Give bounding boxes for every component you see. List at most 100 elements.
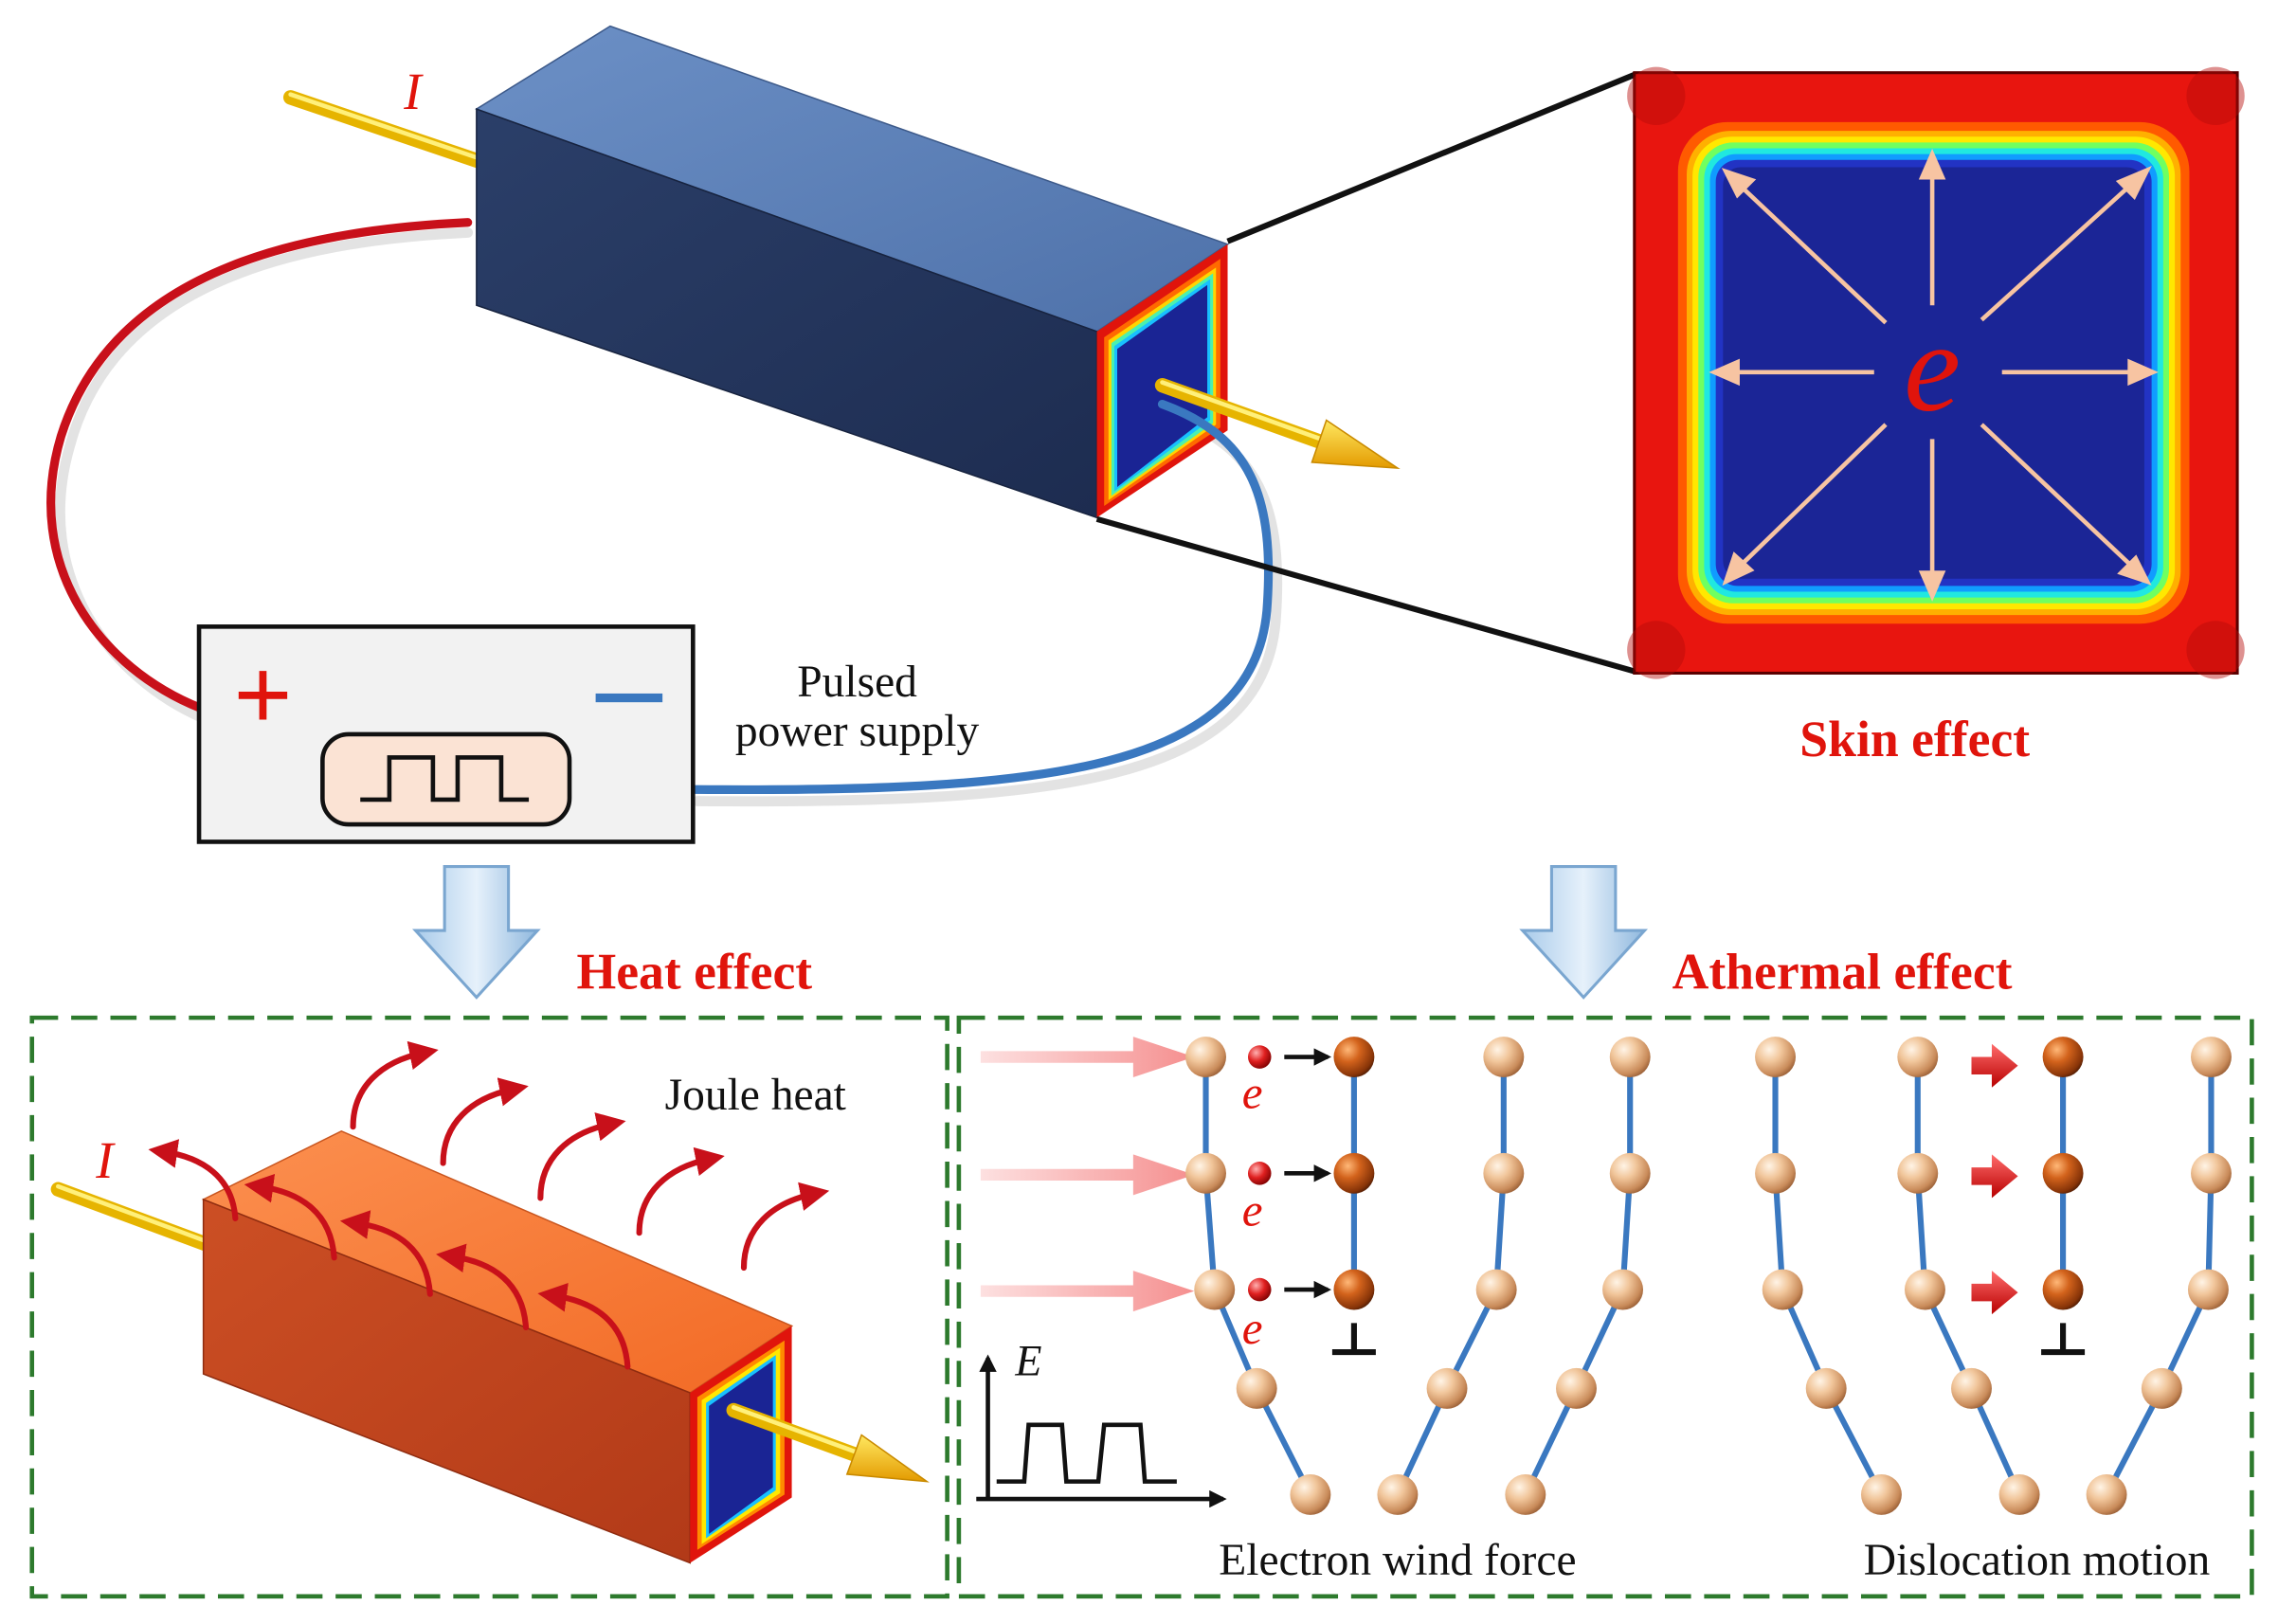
- atom: [2086, 1473, 2127, 1515]
- arrow-right: [2001, 358, 2159, 387]
- dislocation-atom: [1333, 1152, 1375, 1194]
- down-arrow-heat: [412, 865, 541, 1000]
- electron-flow-arrow: [980, 1154, 1195, 1196]
- electron-sphere: [1247, 1045, 1272, 1069]
- dislocation-atom: [2042, 1152, 2084, 1194]
- arrow-up-left: [1721, 168, 1888, 325]
- electron-sphere: [1247, 1162, 1272, 1185]
- atom: [1755, 1037, 1796, 1078]
- atom: [2191, 1152, 2232, 1194]
- heat-arrow: [339, 1210, 433, 1297]
- heat-effect-title: Heat effect: [577, 943, 813, 1000]
- atom: [2141, 1367, 2182, 1409]
- electron-sphere: [1247, 1277, 1272, 1302]
- power-supply-label-line1: Pulsed: [797, 658, 917, 707]
- current-input-rod-bottom: [50, 1182, 223, 1255]
- arrow-left: [1708, 358, 1874, 387]
- electron-label: e: [1242, 1066, 1263, 1118]
- dislocation-symbol: [1331, 1323, 1376, 1356]
- atom: [1609, 1152, 1651, 1194]
- atom: [1860, 1473, 1902, 1515]
- skin-effect-title: Skin effect: [1799, 711, 2030, 767]
- motion-arrow: [1971, 1154, 2018, 1199]
- heat-emission-arrows: [148, 1040, 830, 1370]
- arrow-down-left: [1722, 423, 1888, 586]
- atom: [1762, 1269, 1803, 1310]
- atom: [1483, 1037, 1525, 1078]
- arrow-up: [1918, 148, 1946, 306]
- atom: [1194, 1269, 1236, 1310]
- pulse-field-plot: [976, 1354, 1227, 1508]
- power-supply-label-line2: power supply: [735, 707, 980, 756]
- athermal-effect-panel: [956, 1015, 2254, 1599]
- heat-effect-panel: [29, 1015, 949, 1599]
- current-output-arrow-bottom: [726, 1402, 930, 1483]
- heat-arrow: [537, 1283, 631, 1370]
- electron-label: e: [1242, 1302, 1263, 1354]
- atom: [1897, 1037, 1939, 1078]
- atom: [1185, 1152, 1226, 1194]
- atom: [1290, 1473, 1331, 1515]
- atom: [1556, 1367, 1597, 1409]
- zoom-line-top: [1226, 71, 1637, 244]
- negative-terminal-symbol: [595, 693, 663, 703]
- atom: [1805, 1367, 1847, 1409]
- atom: [1998, 1473, 2040, 1515]
- dislocation-atom: [1333, 1269, 1375, 1310]
- heated-end-face: [690, 1326, 792, 1563]
- heat-arrow: [350, 1040, 439, 1130]
- heat-arrow: [636, 1146, 725, 1236]
- atom: [1609, 1037, 1651, 1078]
- current-density-arrows: [1708, 148, 2159, 602]
- current-label-top: I: [403, 63, 424, 120]
- atom: [1483, 1152, 1525, 1194]
- atom: [1236, 1367, 1277, 1409]
- atom: [2191, 1037, 2232, 1078]
- electron-flow-arrow: [980, 1271, 1195, 1312]
- waveform-display: [320, 731, 572, 827]
- atom: [1377, 1473, 1419, 1515]
- joule-heat-label: Joule heat: [665, 1071, 846, 1120]
- atom: [1185, 1037, 1226, 1078]
- motion-arrow: [1971, 1271, 2018, 1315]
- current-output-arrow: [1154, 377, 1401, 470]
- pulsed-power-supply: +: [196, 624, 696, 844]
- heat-arrow: [740, 1182, 830, 1272]
- down-arrow-athermal: [1519, 865, 1649, 1000]
- motion-arrow: [1971, 1043, 2018, 1088]
- dislocation-symbol: [2041, 1323, 2086, 1356]
- pulse-waveform: [996, 1422, 1177, 1484]
- atom: [1475, 1269, 1517, 1310]
- atom: [1755, 1152, 1796, 1194]
- field-axis-label: E: [1014, 1337, 1041, 1385]
- atom: [1426, 1367, 1468, 1409]
- dislocation-motion-label: Dislocation motion: [1864, 1536, 2211, 1585]
- conductor-bar: [475, 25, 1230, 519]
- athermal-effect-title: Athermal effect: [1672, 943, 2013, 1000]
- atom: [1904, 1269, 1945, 1310]
- heat-arrow: [244, 1173, 337, 1261]
- atom: [1951, 1367, 1992, 1409]
- arrow-up-right: [1980, 165, 2152, 322]
- zoom-line-bottom: [1095, 515, 1637, 675]
- current-label-bottom: I: [95, 1131, 116, 1189]
- arrow-down-right: [1980, 423, 2152, 586]
- heated-conductor-bar: [201, 1129, 794, 1564]
- atom: [1897, 1152, 1939, 1194]
- dislocation-atom: [2042, 1269, 2084, 1310]
- skin-electron-label: e: [1904, 298, 1961, 439]
- heat-arrow: [440, 1077, 529, 1166]
- arrow-down: [1918, 439, 1946, 602]
- electron-label: e: [1242, 1184, 1263, 1236]
- pulse-waveform-icon: [360, 755, 530, 803]
- atom: [2187, 1269, 2229, 1310]
- electron-wind-force-label: Electron wind force: [1219, 1536, 1576, 1585]
- atoms: [1185, 1037, 2232, 1515]
- current-input-rod: [282, 90, 487, 169]
- electron-flow-arrow: [980, 1037, 1195, 1078]
- heat-arrow: [148, 1139, 239, 1221]
- positive-wire: [46, 218, 473, 713]
- dislocation-atom: [2042, 1037, 2084, 1078]
- conductor-side-face: [476, 107, 1098, 519]
